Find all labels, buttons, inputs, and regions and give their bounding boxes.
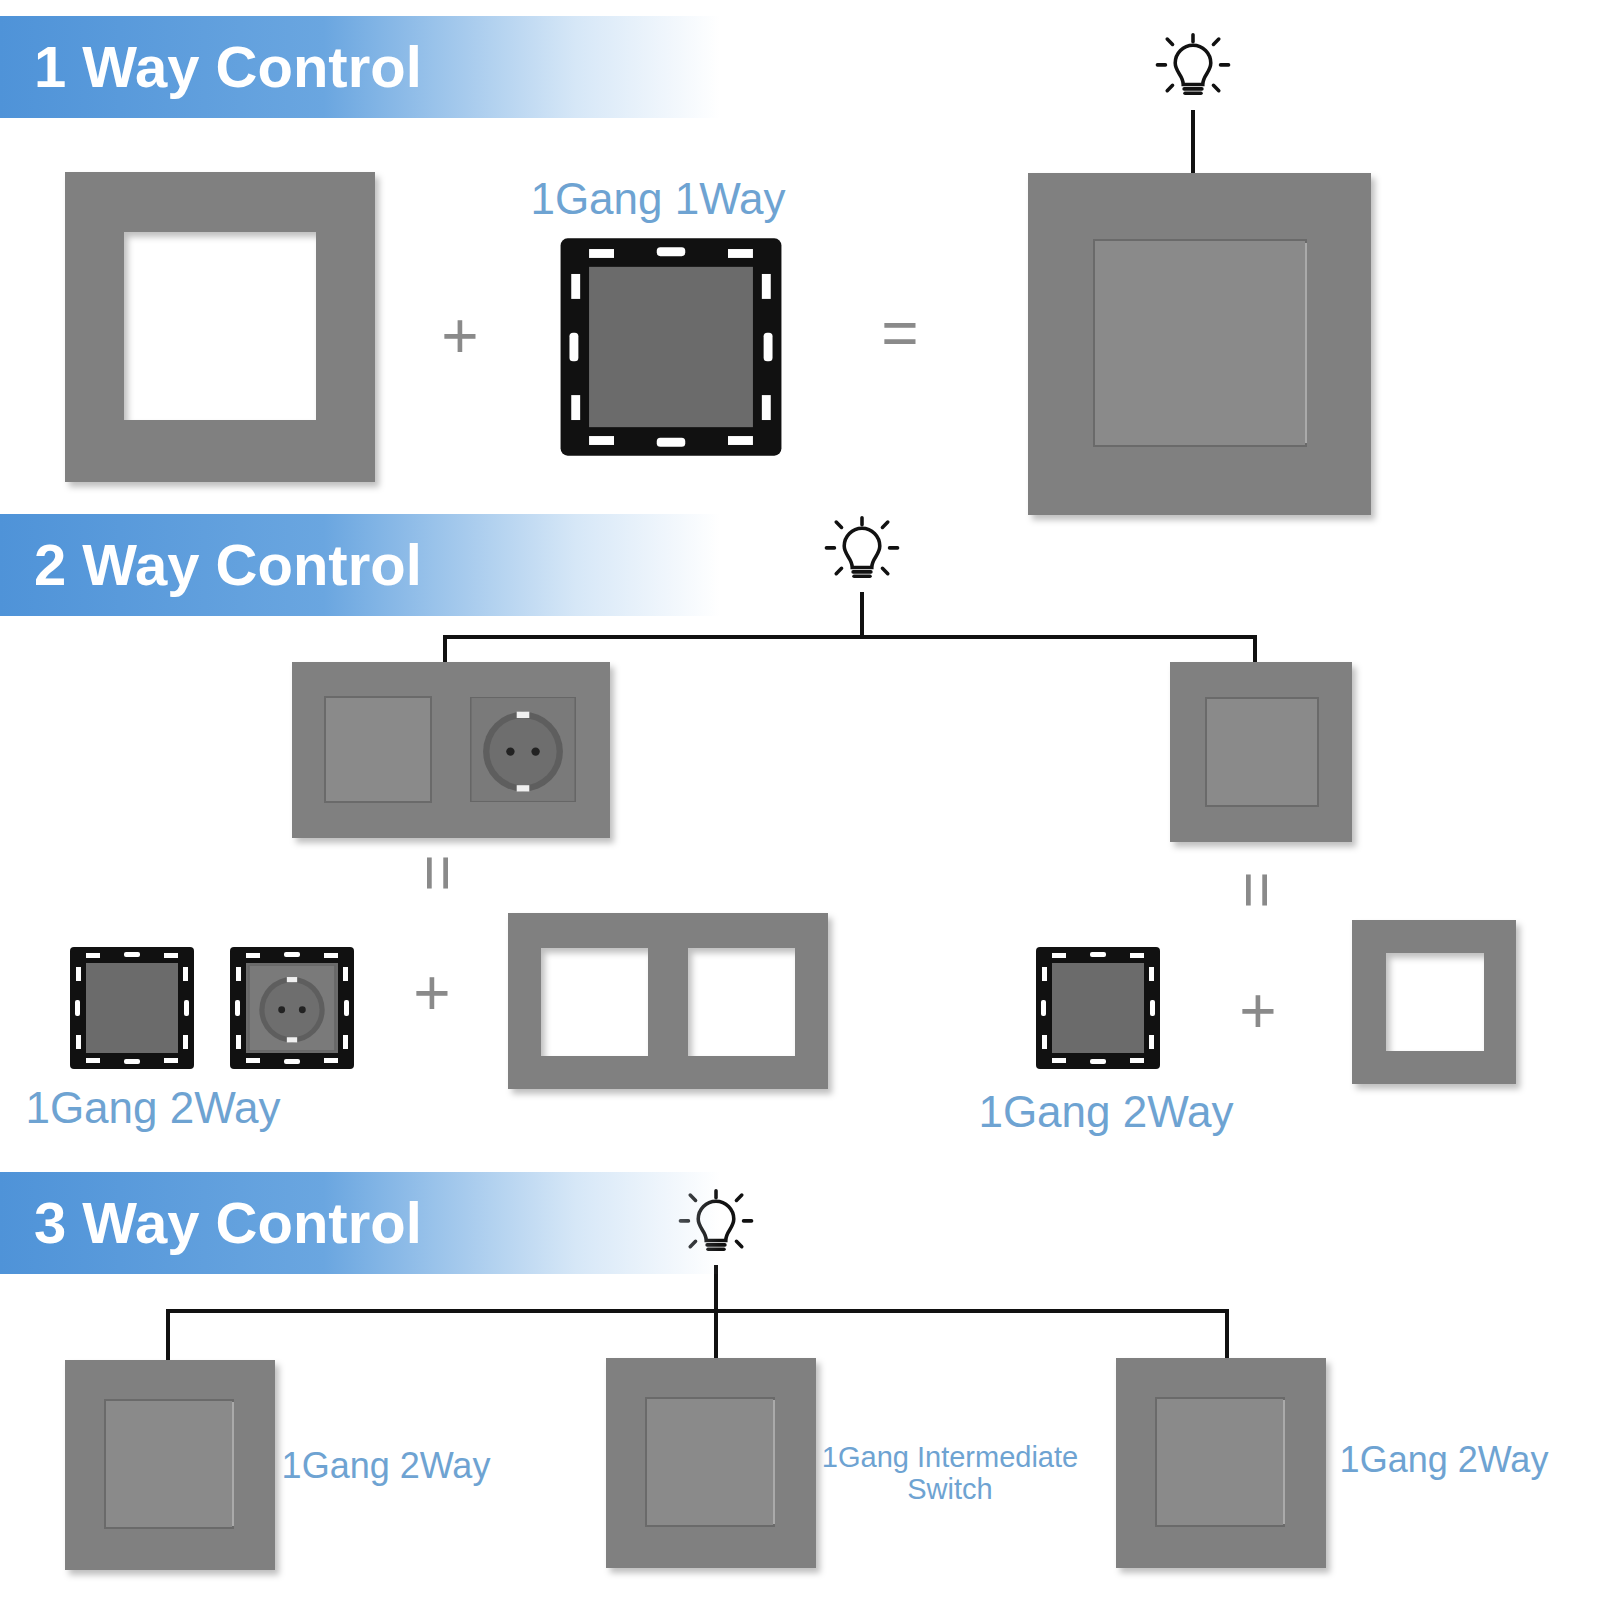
switch-plate <box>65 1360 275 1570</box>
module-label: 1Gang 1Way <box>530 175 785 223</box>
socket <box>471 697 576 802</box>
module-label: 1Gang 2Way <box>978 1088 1233 1136</box>
socket <box>249 965 335 1051</box>
switch-module <box>561 238 782 455</box>
equals-sign: = <box>406 854 470 891</box>
section-title: 2 Way Control <box>0 514 720 616</box>
wire <box>1191 110 1195 173</box>
empty-frame <box>1352 920 1516 1084</box>
module-label: 1Gang 2Way <box>25 1084 280 1132</box>
switch-plate <box>1116 1358 1326 1568</box>
double-frame <box>508 913 828 1089</box>
socket-module <box>230 947 354 1069</box>
assembled-switch <box>1028 173 1371 515</box>
switch-label: 1Gang Intermediate Switch <box>815 1442 1085 1506</box>
wire <box>168 1265 1227 1360</box>
plus-sign: + <box>441 304 478 368</box>
section-title: 3 Way Control <box>0 1172 720 1274</box>
section-band: 1 Way Control <box>0 16 720 118</box>
bulb-icon <box>826 518 897 577</box>
double-plate <box>292 662 610 838</box>
switch-label: 1Gang 2Way <box>1340 1440 1549 1480</box>
plus-sign: + <box>413 961 450 1025</box>
plus-sign: + <box>1239 979 1276 1043</box>
section-title: 1 Way Control <box>0 16 720 118</box>
bulb-icon <box>1157 35 1228 94</box>
section-band: 3 Way Control <box>0 1172 720 1274</box>
switch-module <box>1036 947 1160 1069</box>
empty-frame <box>65 172 375 482</box>
equals-sign: = <box>1225 871 1289 908</box>
switch-label: 1Gang 2Way <box>282 1446 491 1486</box>
switch-module <box>70 947 194 1069</box>
single-plate <box>1170 662 1352 842</box>
switch-plate <box>606 1358 816 1568</box>
section-band: 2 Way Control <box>0 514 720 616</box>
equals-sign: = <box>881 301 918 365</box>
